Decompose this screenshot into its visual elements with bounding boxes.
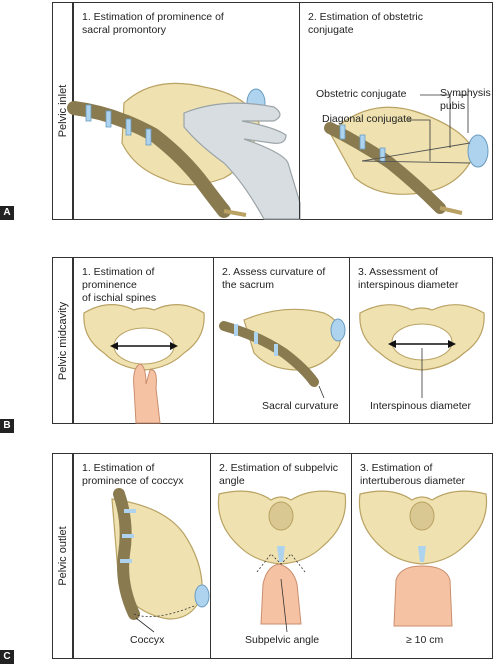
ischial-spines-illustration: [83, 304, 205, 424]
label-symphysis-pubis: Symphysis pubis: [440, 87, 491, 112]
section-c-pelvic-outlet: Pelvic outlet 1. Estimation of prominenc…: [52, 453, 493, 659]
panel-b1-title: 1. Estimation of prominence of ischial s…: [82, 266, 157, 304]
caption-coccyx: Coccyx: [130, 634, 165, 646]
sacral-promontory-illustration: [67, 82, 301, 220]
panel-a2-title: 2. Estimation of obstetric conjugate: [308, 11, 423, 36]
coccyx-illustration: [111, 488, 210, 633]
sacral-curvature-illustration: [219, 308, 346, 399]
intertuberous-diameter-illustration: [358, 490, 488, 627]
side-label-pelvic-midcavity: Pelvic midcavity: [53, 258, 73, 423]
section-letter-c: C: [0, 650, 14, 664]
caption-intertuberous-diameter: ≥ 10 cm: [406, 634, 444, 646]
section-b-pelvic-midcavity: Pelvic midcavity 1. Estimation of promin…: [52, 257, 493, 424]
panel-b2-title: 2. Assess curvature of the sacrum: [222, 266, 326, 291]
panel-c3-title: 3. Estimation of intertuberous diameter: [360, 462, 466, 487]
panel-b3: 3. Assessment of interspinous diameter I…: [349, 258, 492, 423]
subpelvic-angle-illustration: [217, 490, 347, 633]
caption-sacral-curvature: Sacral curvature: [262, 400, 339, 412]
panel-a2: 2. Estimation of obstetric conjugate Obs…: [299, 3, 492, 219]
panel-c2: 2. Estimation of subpelvic angle Subpelv…: [210, 454, 351, 658]
panel-c1-title: 1. Estimation of prominence of coccyx: [82, 462, 184, 487]
panel-b2: 2. Assess curvature of the sacrum Sacral…: [213, 258, 349, 423]
label-diagonal-conjugate: Diagonal conjugate: [322, 113, 412, 125]
section-a-pelvic-inlet: Pelvic inlet 1. Estimation of prominence…: [52, 2, 493, 220]
interspinous-diameter-illustration: [359, 304, 485, 398]
panel-c1: 1. Estimation of prominence of coccyx Co…: [73, 454, 210, 658]
caption-subpelvic-angle: Subpelvic angle: [245, 634, 320, 646]
panel-c2-title: 2. Estimation of subpelvic angle: [219, 462, 339, 487]
section-letter-b: B: [0, 419, 14, 433]
obstetric-conjugate-illustration: [324, 94, 489, 215]
panel-c3: 3. Estimation of intertuberous diameter …: [351, 454, 492, 658]
section-letter-a: A: [0, 206, 14, 220]
caption-interspinous-diameter: Interspinous diameter: [370, 400, 471, 412]
side-label-pelvic-outlet: Pelvic outlet: [53, 454, 73, 658]
label-obstetric-conjugate: Obstetric conjugate: [316, 88, 407, 100]
panel-b1: 1. Estimation of prominence of ischial s…: [73, 258, 213, 424]
panel-a1: 1. Estimation of prominence of sacral pr…: [67, 3, 301, 220]
panel-a1-title: 1. Estimation of prominence of sacral pr…: [82, 11, 224, 36]
panel-b3-title: 3. Assessment of interspinous diameter: [358, 266, 459, 291]
